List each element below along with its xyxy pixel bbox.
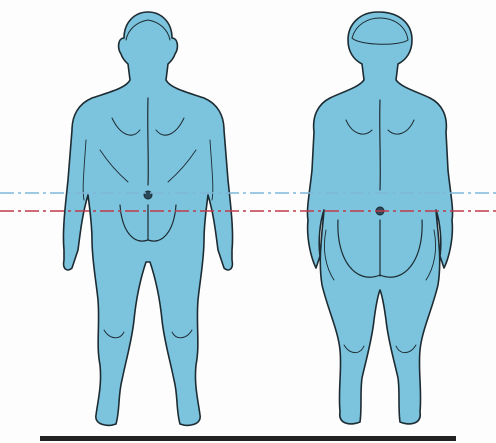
female-body-silhouette bbox=[307, 12, 452, 424]
ground-line bbox=[40, 436, 456, 441]
female-spine bbox=[380, 100, 381, 190]
female-figure bbox=[307, 12, 452, 424]
male-spine bbox=[148, 98, 149, 185]
male-figure bbox=[63, 12, 232, 425]
